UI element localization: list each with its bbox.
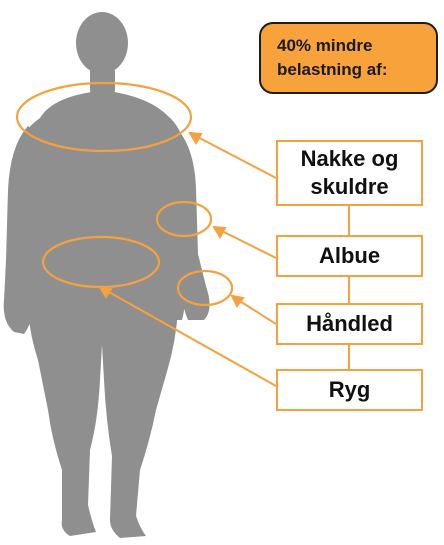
label-neck-shoulders-line2: skuldre [310, 173, 388, 201]
callout-line-1: 40% mindre [277, 34, 436, 58]
label-neck-shoulders-line1: Nakke og [301, 145, 399, 173]
callout-line-2: belastning af: [277, 58, 436, 82]
label-back: Ryg [276, 369, 423, 411]
label-back-text: Ryg [329, 376, 371, 404]
connector-neck-shoulders [190, 133, 276, 178]
label-neck-shoulders: Nakke og skuldre [276, 140, 423, 206]
human-silhouette-icon [4, 12, 210, 538]
label-wrist-text: Håndled [306, 310, 393, 338]
label-elbow-text: Albue [319, 242, 380, 270]
label-elbow: Albue [276, 235, 423, 277]
reduction-callout: 40% mindre belastning af: [259, 22, 438, 94]
label-wrist: Håndled [276, 303, 423, 345]
